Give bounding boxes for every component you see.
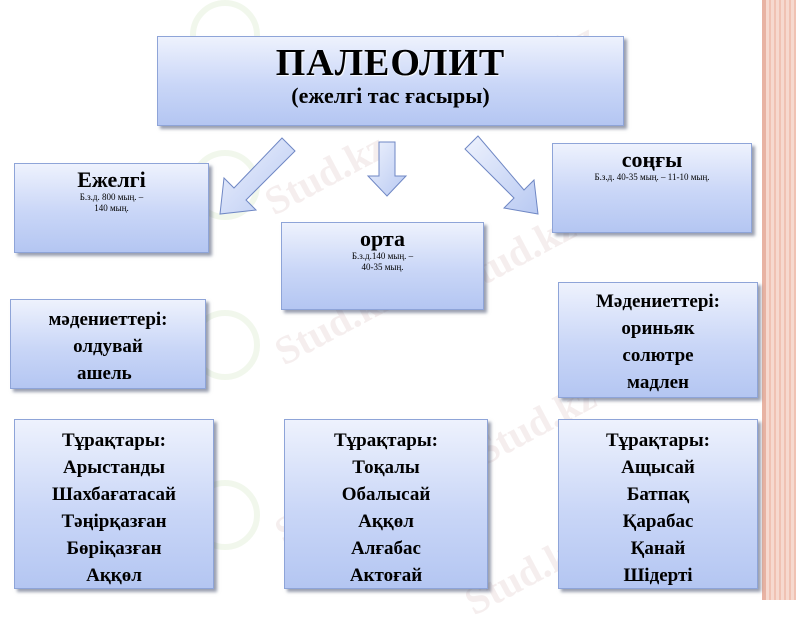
period-middle-box: орта Б.з.д.140 мың. – 40-35 мың. [281,222,484,310]
site-item: Шідерті [623,565,693,586]
site-item: Аққөл [358,511,414,532]
cultures-heading: мәдениеттері: [48,309,168,330]
culture-item: ориньяк [621,318,695,339]
arrows-layer [219,135,539,215]
arrow-to-late [464,135,539,215]
culture-item: олдувай [73,336,143,357]
site-item: Арыстанды [62,457,165,478]
cultures-early-box: мәдениеттері: олдувай ашель [10,299,206,389]
site-item: Актоғай [349,565,423,586]
title-box: ПАЛЕОЛИТ (ежелгі тас ғасыры) [157,36,624,126]
decorative-side-edge [762,0,766,600]
site-item: Тоқалы [352,457,420,478]
arrow-to-middle [366,141,408,197]
page-subtitle: (ежелгі тас ғасыры) [291,83,490,108]
period-early-name: Ежелгі [77,167,146,192]
period-late-date: Б.з.д. 40-35 мың. – 11-10 мың. [594,172,710,182]
page-title: ПАЛЕОЛИТ [275,42,506,84]
period-middle-date: 40-35 мың. [361,262,404,272]
site-item: Қарабас [622,511,694,532]
period-early-date: Б.з.д. 800 мың. – [79,192,144,202]
culture-item: мадлен [627,372,689,393]
site-item: Алғабас [351,538,421,559]
culture-item: солютре [622,345,694,366]
site-item: Батпақ [626,484,690,505]
site-item: Қанай [630,538,686,559]
site-item: Тәңірқазған [61,511,167,532]
period-early-date: 140 мың. [94,203,129,213]
culture-item: ашель [77,363,132,384]
period-late-box: соңғы Б.з.д. 40-35 мың. – 11-10 мың. [552,143,752,233]
sites-early-box: Тұрақтары: Арыстанды Шахбағатасай Тәңірқ… [14,419,214,589]
period-late-name: соңғы [621,147,683,172]
site-item: Шахбағатасай [52,484,176,505]
period-early-box: Ежелгі Б.з.д. 800 мың. – 140 мың. [14,163,209,253]
site-item: Ащысай [621,457,695,478]
period-middle-name: орта [359,226,406,251]
site-item: Аққөл [86,565,142,586]
sites-heading: Тұрақтары: [334,430,438,451]
sites-heading: Тұрақтары: [606,430,710,451]
site-item: Бөріқазған [66,538,162,559]
arrow-to-early [219,137,296,215]
cultures-heading: Мәдениеттері: [595,291,720,312]
decorative-side-strip [766,0,796,600]
site-item: Обалысай [341,484,431,505]
cultures-late-box: Мәдениеттері: ориньяк солютре мадлен [558,282,758,398]
sites-heading: Тұрақтары: [62,430,166,451]
period-middle-date: Б.з.д.140 мың. – [351,251,414,261]
sites-late-box: Тұрақтары: Ащысай Батпақ Қарабас Қанай Ш… [558,419,758,589]
sites-middle-box: Тұрақтары: Тоқалы Обалысай Аққөл Алғабас… [284,419,488,589]
